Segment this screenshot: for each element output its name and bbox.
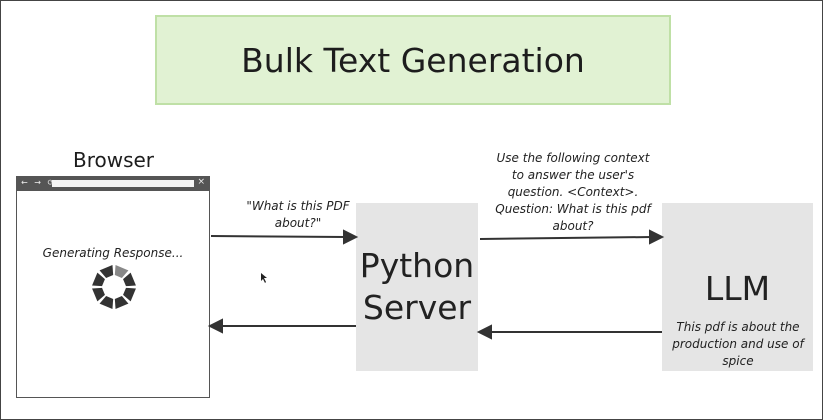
llm-label: LLM — [704, 269, 771, 308]
spinner-segment — [114, 265, 129, 278]
spinner-segment — [114, 296, 129, 309]
spinner-segment — [123, 272, 136, 287]
mouse-cursor-icon — [261, 273, 267, 283]
server-label-line2: Server — [362, 288, 472, 327]
context-prompt-note: Use the following context to answer the … — [495, 151, 651, 233]
url-bar — [52, 180, 194, 187]
arrow-head-llm-to-server — [476, 324, 492, 340]
spinner-segment — [99, 296, 114, 309]
spinner-segment — [99, 265, 114, 278]
spinner-segment — [123, 287, 136, 302]
spinner-segment — [92, 287, 105, 302]
llm-box: LLM — [662, 203, 813, 371]
browser-window: ← → ⟳ × Generating Response... — [16, 176, 210, 398]
browser-nav-icons: ← → ⟳ — [21, 178, 57, 187]
diagram-title: Bulk Text Generation — [155, 15, 671, 105]
browser-toolbar: ← → ⟳ × — [17, 177, 209, 191]
arrow-head-server-to-browser — [207, 318, 223, 334]
spinner-segment — [92, 272, 105, 287]
user-query-note: "What is this PDF about?" — [246, 199, 350, 230]
spinner-icon — [92, 265, 136, 309]
python-server-box: Python Server — [356, 203, 478, 371]
arrow-head-server-to-llm — [649, 229, 665, 245]
arrow-browser-to-server — [210, 235, 347, 238]
arrow-head-browser-to-server — [343, 229, 359, 245]
generating-status: Generating Response... — [42, 246, 184, 260]
llm-answer-note: This pdf is about the production and use… — [672, 320, 804, 368]
close-icon: × — [197, 177, 205, 187]
server-label-line1: Python — [359, 246, 475, 285]
arrow-server-to-llm — [479, 236, 653, 240]
browser-label: Browser — [72, 148, 155, 172]
